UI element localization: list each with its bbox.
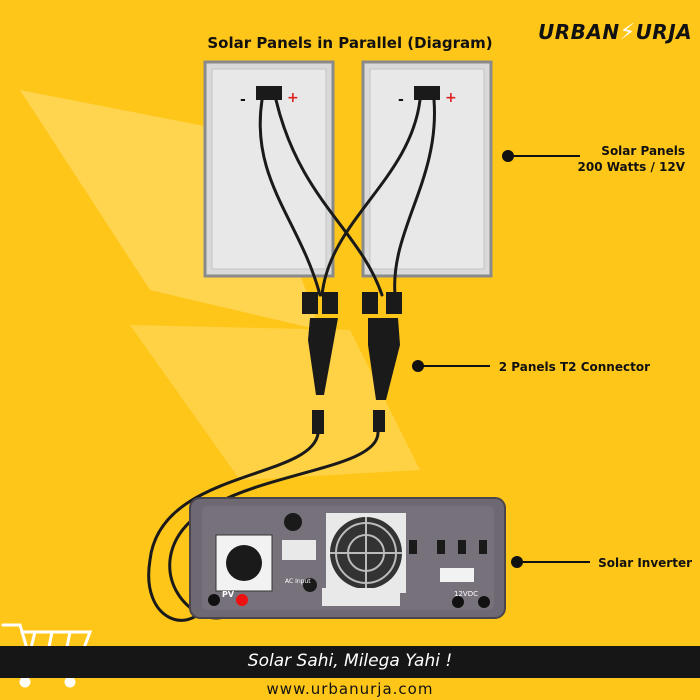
panel-right-positive-label: +	[445, 90, 457, 106]
callout-panels-line2: 200 Watts / 12V	[577, 160, 685, 174]
tagline-bar	[0, 646, 700, 678]
lightning-icon: ⚡	[619, 20, 636, 45]
inverter-pv-label: PV	[222, 590, 235, 599]
callout-pointers	[412, 150, 590, 568]
panel-left-positive-label: +	[287, 90, 299, 106]
pv-positive-terminal	[236, 594, 248, 606]
mc4-connectors	[302, 292, 402, 314]
junction-box-right	[414, 86, 440, 100]
diagram-title: Solar Panels in Parallel (Diagram)	[207, 34, 493, 52]
callout-panels-line1: Solar Panels	[601, 144, 685, 158]
light-beam-lower	[130, 325, 420, 480]
brand-part2: URJA	[635, 20, 693, 44]
junction-box-left	[256, 86, 282, 100]
pv-negative-terminal	[208, 594, 220, 606]
panel-right-negative-label: -	[398, 92, 404, 108]
inverter-dc-rating-label: 12VDC	[454, 590, 478, 598]
panel-left-negative-label: -	[240, 92, 246, 108]
callout-t2-connector: 2 Panels T2 Connector	[498, 360, 650, 374]
inverter-body	[189, 497, 506, 619]
brand-part1: URBAN	[538, 20, 620, 44]
inverter-ac-input-label: AC Input	[285, 578, 311, 585]
callout-solar-panels: Solar Panels 200 Watts / 12V	[540, 143, 685, 175]
tagline: Solar Sahi, Milega Yahi !	[247, 651, 453, 671]
t2-connectors	[308, 318, 400, 434]
solar-panel-left	[203, 60, 335, 278]
callout-solar-inverter: Solar Inverter	[598, 556, 692, 570]
brand-logo: URBAN⚡URJA	[538, 20, 692, 45]
website-link[interactable]: www.urbanurja.com	[266, 680, 434, 698]
panel-cables	[258, 98, 436, 297]
